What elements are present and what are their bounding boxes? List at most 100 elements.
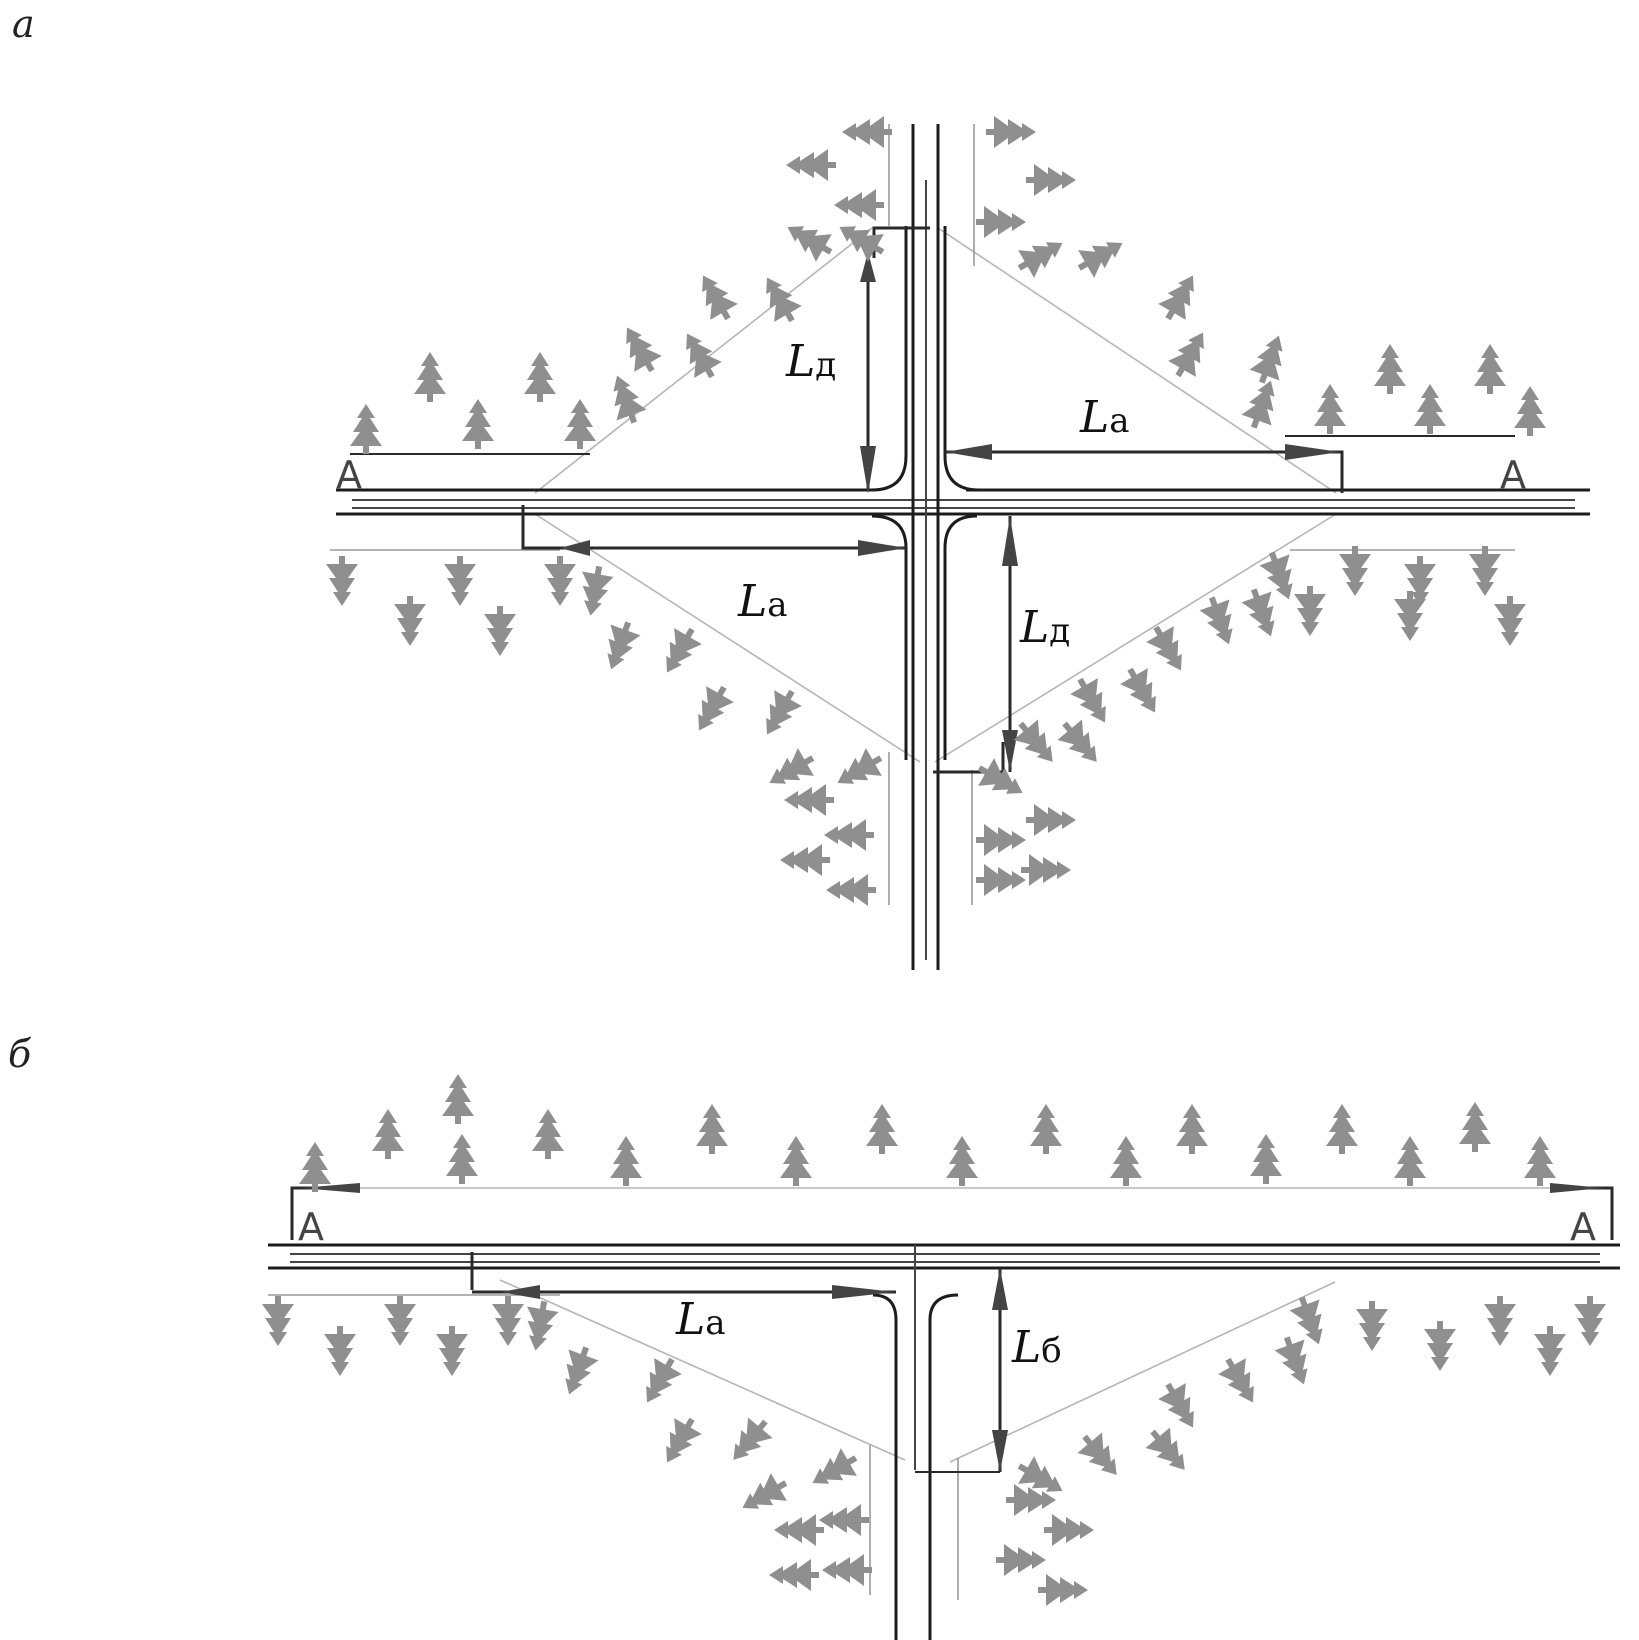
tree-icon xyxy=(1140,1421,1197,1481)
tree-icon xyxy=(976,824,1026,856)
tree-icon xyxy=(1484,1296,1516,1346)
tree-icon xyxy=(976,206,1026,238)
arrowhead-la-left-left xyxy=(560,540,590,556)
panel-label-b: б xyxy=(8,1032,32,1076)
bracket-top xyxy=(872,226,930,258)
tree-icon xyxy=(673,325,726,385)
label-la-left-sub: а xyxy=(767,585,787,625)
tree-icon xyxy=(1459,1102,1491,1152)
tree-icon xyxy=(1116,661,1169,721)
tree-icon xyxy=(610,1136,642,1186)
tree-icon xyxy=(779,213,839,266)
arrowhead-b-la-right xyxy=(832,1285,896,1299)
arrowhead-la-right-right xyxy=(1285,444,1340,460)
tree-icon xyxy=(602,370,650,429)
label-la-right: Lа xyxy=(1079,392,1130,443)
tree-icon xyxy=(532,1109,564,1159)
label-la-left: Lа xyxy=(737,576,788,627)
section-marker-left: A xyxy=(336,453,362,497)
tree-icon xyxy=(780,1136,812,1186)
tree-icon xyxy=(1314,384,1346,434)
label-b-lb-symbol: L xyxy=(1011,1322,1041,1373)
tree-icon xyxy=(1469,546,1501,596)
tree-icon xyxy=(446,1134,478,1184)
tree-icon xyxy=(414,352,446,402)
tree-icon xyxy=(653,621,706,681)
tree-icon xyxy=(1052,713,1109,773)
tree-icon xyxy=(1524,1136,1556,1186)
curb-b-se xyxy=(928,1293,959,1640)
arrowhead-b-lb-down xyxy=(992,1430,1008,1472)
tree-icon xyxy=(780,844,830,876)
tree-icon xyxy=(1026,164,1076,196)
tree-icon xyxy=(1238,375,1286,434)
label-ld-top: Lд xyxy=(785,336,836,387)
label-ld-bottom: Lд xyxy=(1019,602,1070,653)
tree-icon xyxy=(946,1136,978,1186)
tree-icon xyxy=(1110,1136,1142,1186)
tree-icon xyxy=(394,596,426,646)
tree-icon xyxy=(1038,1574,1088,1606)
tree-icon xyxy=(1044,1514,1094,1546)
tree-icon xyxy=(1374,344,1406,394)
tree-icon xyxy=(822,1554,872,1586)
label-b-lb-sub: б xyxy=(1041,1331,1061,1371)
arrowhead-ld-bottom-up xyxy=(1002,516,1018,566)
tree-icon xyxy=(784,784,834,816)
tree-icon xyxy=(1494,596,1526,646)
tree-icon xyxy=(436,1326,468,1376)
tree-icon xyxy=(1574,1296,1606,1346)
tree-icon xyxy=(753,269,806,329)
tree-icon xyxy=(996,1544,1046,1576)
tree-icon xyxy=(819,1504,869,1536)
panel-label-a: а xyxy=(12,2,35,46)
tree-icon xyxy=(826,874,876,906)
tree-icon xyxy=(633,1351,686,1411)
forest-trees-b xyxy=(262,1074,1606,1606)
forest-trees-a xyxy=(326,116,1546,906)
tree-icon xyxy=(524,352,556,402)
label-ld-bottom-sub: д xyxy=(1049,611,1070,651)
tree-icon xyxy=(350,404,382,454)
tree-icon xyxy=(324,1326,356,1376)
tree-icon xyxy=(442,1074,474,1124)
panel-a-drawing: A A Lд Lа Lа Lд xyxy=(326,116,1590,970)
tree-icon xyxy=(1294,586,1326,636)
tree-icon xyxy=(842,116,892,148)
tree-icon xyxy=(1326,1104,1358,1154)
arrowhead-ld-top-down xyxy=(860,446,876,494)
tree-icon xyxy=(769,1559,819,1591)
section-marker-b-right: A xyxy=(1570,1205,1596,1249)
sight-line-b-right xyxy=(949,1281,1336,1463)
tree-icon xyxy=(1424,1321,1456,1371)
tree-icon xyxy=(1394,1136,1426,1186)
tree-icon xyxy=(1514,386,1546,436)
tree-icon xyxy=(519,1298,560,1354)
tree-icon xyxy=(544,556,576,606)
sight-line-top-right xyxy=(937,227,1337,494)
tree-icon xyxy=(1474,344,1506,394)
arrowhead-b-left-top xyxy=(300,1183,360,1193)
curb-se xyxy=(943,514,978,760)
sight-line-b-left xyxy=(499,1279,906,1461)
sight-line-bottom-left xyxy=(534,513,921,763)
tree-icon xyxy=(866,1104,898,1154)
tree-icon xyxy=(1534,1326,1566,1376)
label-la-left-symbol: L xyxy=(737,576,767,627)
tree-icon xyxy=(685,679,738,739)
tree-icon xyxy=(1066,671,1119,731)
label-b-la-symbol: L xyxy=(675,1294,705,1345)
curb-nw xyxy=(871,226,908,492)
curb-b-sw xyxy=(872,1293,898,1640)
tree-icon xyxy=(829,744,889,797)
tree-icon xyxy=(613,319,666,379)
tree-icon xyxy=(786,149,836,181)
tree-icon xyxy=(564,399,596,449)
tree-icon xyxy=(1011,229,1071,282)
tree-icon xyxy=(372,1109,404,1159)
tree-icon xyxy=(384,1296,416,1346)
tree-icon xyxy=(574,563,615,619)
tree-icon xyxy=(804,1444,864,1497)
tree-icon xyxy=(1030,1104,1062,1154)
tree-icon xyxy=(1339,546,1371,596)
